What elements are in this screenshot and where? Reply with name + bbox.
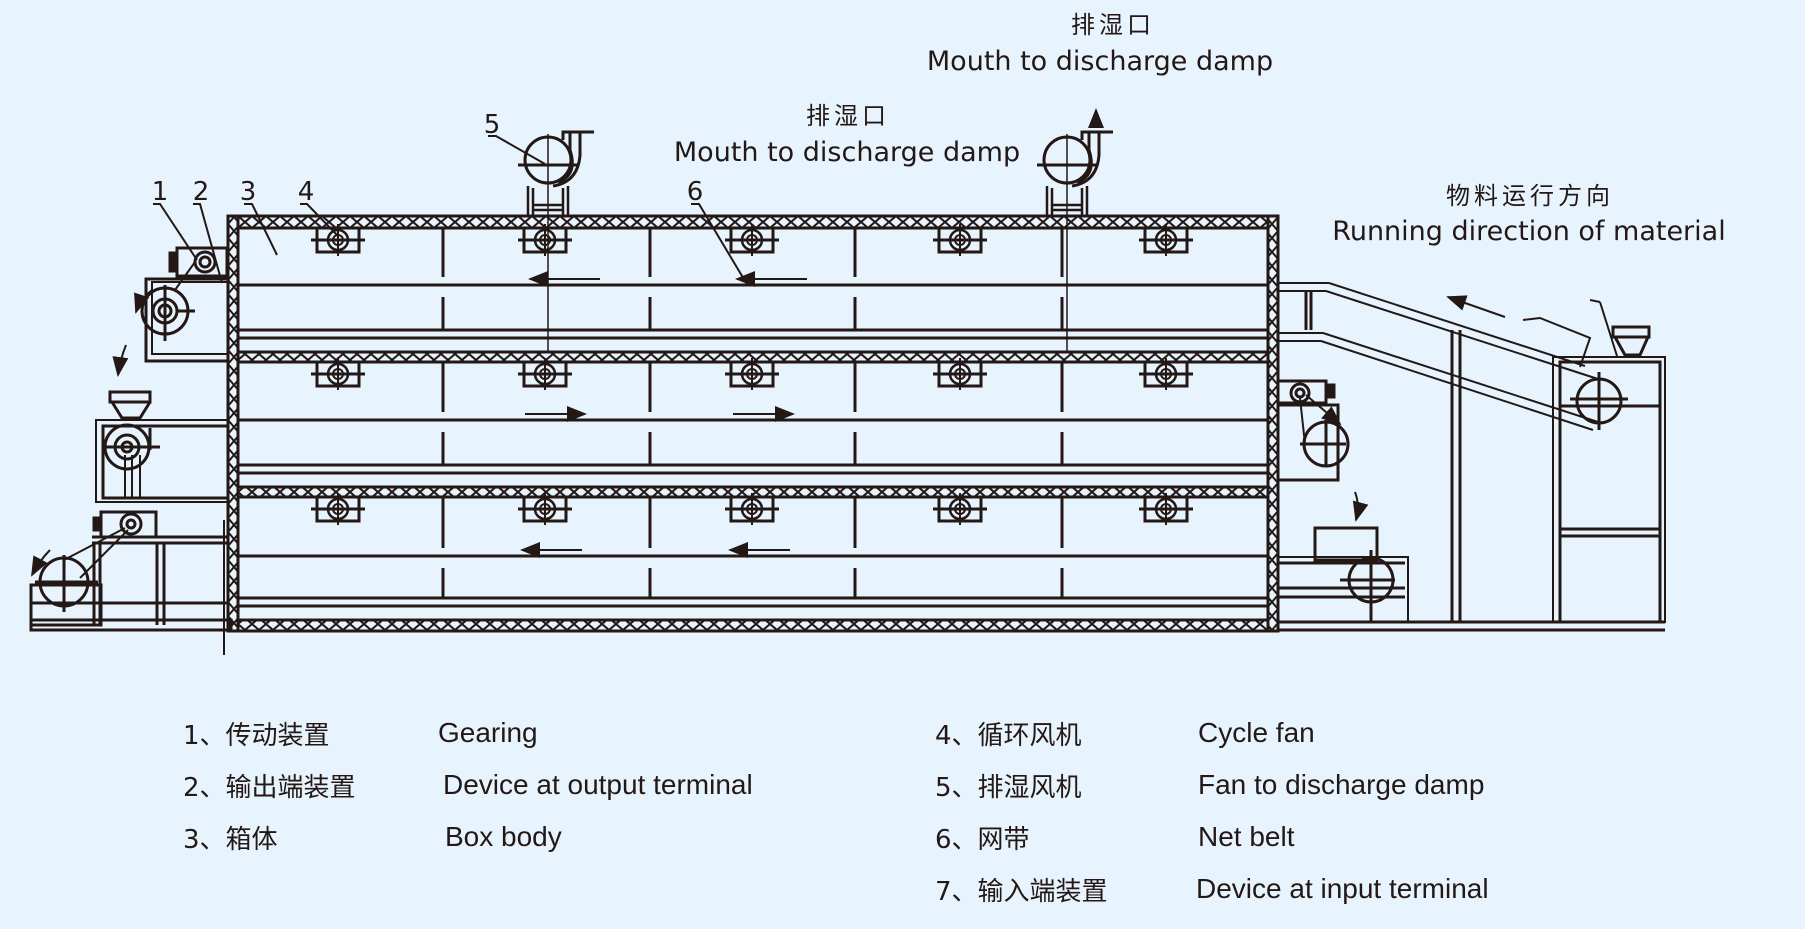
legend-en: Fan to discharge damp (1198, 769, 1485, 800)
cycle-fan-icon (1139, 224, 1193, 256)
discharge-fan-icon (518, 130, 594, 352)
damp-mouth-en-top: Mouth to discharge damp (927, 46, 1273, 77)
cycle-fan-icon (933, 493, 987, 525)
discharge-fan-icon (1037, 130, 1113, 352)
legend-zh: 传动装置 (225, 720, 330, 751)
part-number-6: 6 (687, 177, 704, 207)
cycle-fan-icon (1139, 358, 1193, 390)
leader-lines (153, 135, 749, 287)
running-direction-zh: 物料运行方向 (1446, 182, 1614, 210)
legend-num: 3、 (183, 824, 226, 855)
legend-num: 1、 (183, 720, 226, 751)
cycle-fan-icon (933, 358, 987, 390)
cycle-fan-icon (518, 358, 572, 390)
legend-item-6: 6、网带 Net belt (935, 811, 1489, 863)
damp-mouth-zh-top: 排湿口 (1071, 11, 1155, 39)
legend-en: Device at input terminal (1196, 873, 1489, 904)
cycle-fan-icon (725, 358, 779, 390)
belt-tier (238, 228, 1268, 340)
legend-num: 6、 (935, 824, 978, 855)
cycle-fan-icon (311, 224, 365, 256)
input-terminal-device (1276, 282, 1666, 632)
part-number-5: 5 (484, 110, 501, 140)
cycle-fan-icon (311, 358, 365, 390)
discharge-fans (518, 108, 1113, 352)
cycle-fan-icon (933, 224, 987, 256)
cycle-fan-icon (1139, 493, 1193, 525)
legend-item-3: 3、箱体 Box body (183, 811, 753, 863)
part-number-1: 1 (152, 177, 169, 207)
part-number-4: 4 (298, 177, 315, 207)
legend-en: Cycle fan (1198, 717, 1315, 748)
damp-mouth-zh-mid: 排湿口 (806, 102, 890, 130)
cycle-fan-icon (518, 493, 572, 525)
cycle-fan-icon (725, 224, 779, 256)
legend-zh: 网带 (977, 824, 1030, 855)
part-number-2: 2 (193, 177, 210, 207)
legend-zh: 循环风机 (977, 720, 1082, 751)
legend-num: 4、 (935, 720, 978, 751)
legend-num: 2、 (183, 772, 226, 803)
cycle-fan-icon (311, 493, 365, 525)
legend-zh: 箱体 (225, 824, 278, 855)
cycle-fan-icon (725, 493, 779, 525)
legend-en: Box body (445, 821, 562, 852)
legend-left: 1、传动装置 Gearing 2、输出端装置 Device at output … (183, 707, 753, 863)
legend-zh: 输入端装置 (977, 876, 1108, 907)
legend-item-7: 7、输入端装置 Device at input terminal (935, 863, 1489, 915)
legend-right: 4、循环风机 Cycle fan 5、排湿风机 Fan to discharge… (935, 707, 1489, 915)
legend-num: 7、 (935, 876, 978, 907)
cycle-fans (311, 224, 1193, 525)
legend-zh: 输出端装置 (225, 772, 356, 803)
legend-item-4: 4、循环风机 Cycle fan (935, 707, 1489, 759)
legend-item-2: 2、输出端装置 Device at output terminal (183, 759, 753, 811)
running-direction-en: Running direction of material (1332, 216, 1725, 247)
callout-labels: 排湿口 Mouth to discharge damp 排湿口 Mouth to… (152, 11, 1726, 247)
dryer-diagram: 排湿口 Mouth to discharge damp 排湿口 Mouth to… (29, 11, 1726, 655)
part-number-3: 3 (240, 177, 257, 207)
net-belts (238, 228, 1268, 608)
belt-tier (238, 362, 1268, 475)
box-body (223, 214, 1280, 655)
legend-item-5: 5、排湿风机 Fan to discharge damp (935, 759, 1489, 811)
legend-en: Net belt (1198, 821, 1295, 852)
cycle-fan-icon (518, 224, 572, 256)
legend-item-1: 1、传动装置 Gearing (183, 707, 753, 759)
legend-en: Gearing (438, 717, 538, 748)
belt-tier (238, 497, 1268, 608)
output-terminal-device (29, 246, 233, 632)
legend-num: 5、 (935, 772, 978, 803)
legend-zh: 排湿风机 (977, 772, 1082, 803)
legend-en: Device at output terminal (443, 769, 753, 800)
damp-mouth-en-mid: Mouth to discharge damp (674, 137, 1020, 168)
